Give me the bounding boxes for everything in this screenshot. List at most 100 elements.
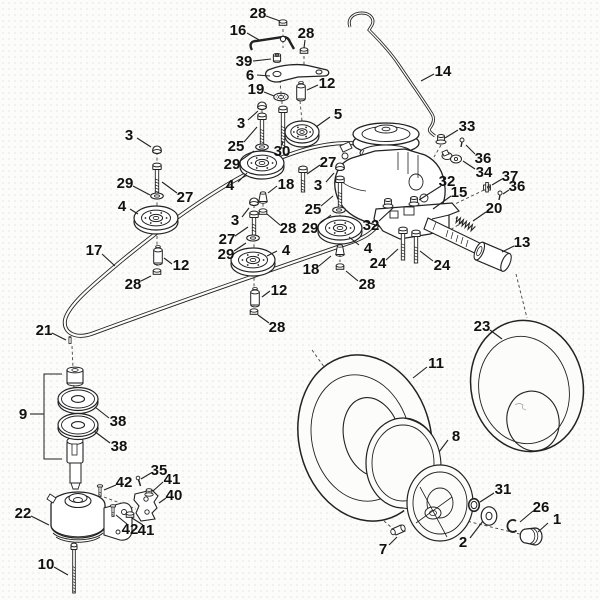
callout-label-25: 25 — [228, 138, 245, 155]
callout-leader-15 — [432, 195, 452, 210]
callout-leader-4 — [266, 250, 278, 257]
callout-leader-24 — [385, 248, 399, 261]
callout-leader-29 — [239, 150, 255, 162]
spacer-9-top — [66, 366, 84, 387]
callout-label-29: 29 — [218, 246, 235, 263]
disc-38-b — [57, 412, 99, 441]
valve-stem — [390, 524, 406, 536]
callout-label-28: 28 — [280, 220, 297, 237]
callout-label-15: 15 — [451, 184, 468, 201]
group-9-bracket — [34, 373, 62, 460]
callout-leader-4 — [237, 172, 248, 183]
callout-leader-7 — [388, 536, 398, 546]
capnut-3-a — [152, 145, 162, 155]
callout-leader-28 — [140, 275, 152, 282]
callout-label-3: 3 — [231, 212, 239, 229]
clutch-stop-bracket — [133, 489, 159, 522]
bushing-41-a — [144, 488, 154, 497]
pulley-4-a — [133, 205, 179, 235]
callout-leader-3 — [136, 137, 152, 148]
callout-label-22: 22 — [15, 505, 32, 522]
callout-label-7: 7 — [379, 541, 387, 558]
cap-1 — [519, 527, 543, 546]
bolt-27-d — [298, 165, 308, 193]
flange-nut-32-a — [408, 196, 420, 207]
callout-leader-28 — [265, 15, 281, 22]
callout-label-29: 29 — [224, 156, 241, 173]
screw-36-b — [497, 190, 503, 201]
callout-leader-42 — [115, 514, 128, 525]
washer-29-d — [332, 206, 346, 214]
rear-tire-right — [469, 319, 585, 453]
callout-leader-16 — [246, 32, 262, 42]
bolt-24-b — [411, 229, 421, 264]
callout-leader-22 — [30, 515, 50, 526]
callout-leader-12 — [306, 84, 319, 91]
callout-label-28: 28 — [125, 276, 142, 293]
callout-label-30: 30 — [274, 143, 291, 160]
pto-clutch — [46, 491, 133, 543]
callout-label-26: 26 — [533, 499, 550, 516]
bushing-39 — [272, 52, 282, 64]
bolt-27-a — [152, 162, 162, 195]
callout-leader-41 — [152, 481, 164, 492]
callout-label-25: 25 — [305, 201, 322, 218]
callout-leader-14 — [420, 73, 435, 82]
callout-label-4: 4 — [364, 240, 373, 257]
callout-leader-29 — [132, 185, 151, 196]
callout-leader-24 — [419, 250, 434, 262]
callout-label-3: 3 — [237, 115, 245, 132]
callout-label-33: 33 — [459, 118, 476, 135]
callout-label-18: 18 — [303, 261, 320, 278]
callout-label-42: 42 — [116, 474, 133, 491]
callout-label-4: 4 — [282, 242, 291, 259]
callout-leader-8 — [438, 439, 449, 453]
spacer-12-top — [296, 81, 306, 102]
pulley-5 — [284, 120, 320, 148]
callout-leader-31 — [479, 492, 495, 503]
spacer-12-a — [153, 245, 163, 266]
callout-leader-1 — [537, 522, 549, 533]
callout-leader-4 — [129, 208, 139, 215]
callout-leader-12 — [163, 257, 173, 265]
callout-label-28: 28 — [359, 276, 376, 293]
callout-label-36: 36 — [509, 178, 526, 195]
pulley-4-c — [230, 247, 276, 277]
callout-leader-17 — [101, 253, 116, 267]
callout-label-36: 36 — [475, 150, 492, 167]
transmission-housing — [334, 122, 446, 230]
callout-label-6: 6 — [246, 67, 254, 84]
callout-label-34: 34 — [476, 164, 493, 181]
lever-34 — [441, 149, 462, 164]
callout-label-4: 4 — [118, 198, 127, 215]
callout-label-21: 21 — [36, 322, 53, 339]
pulley-4-d — [317, 215, 363, 245]
callout-leader-28 — [257, 314, 270, 324]
callout-leader-3 — [325, 172, 335, 183]
bolt-25-b — [257, 112, 267, 146]
callout-label-20: 20 — [486, 200, 503, 217]
callout-label-27: 27 — [219, 231, 236, 248]
callout-leader-28 — [345, 270, 359, 282]
callout-leader-3 — [247, 110, 259, 121]
callout-leader-29 — [233, 242, 247, 252]
capnut-3-c — [249, 197, 259, 207]
callout-label-17: 17 — [86, 242, 103, 259]
callout-leader-3 — [241, 207, 250, 218]
spacer-12-c — [250, 287, 260, 308]
callout-label-24: 24 — [370, 255, 387, 272]
nut-41-b — [125, 511, 135, 518]
spring-20 — [455, 216, 476, 233]
callout-label-40: 40 — [166, 487, 183, 504]
bolt-24-a — [398, 226, 408, 261]
pin-21 — [68, 336, 72, 344]
bushing-18-c — [258, 191, 268, 204]
callout-label-8: 8 — [452, 428, 460, 445]
nut-28-top2 — [299, 47, 309, 54]
callout-leader-37 — [491, 178, 503, 186]
stud-35 — [135, 475, 142, 487]
callout-leader-11 — [412, 366, 428, 379]
bolt-42-b — [109, 504, 117, 517]
